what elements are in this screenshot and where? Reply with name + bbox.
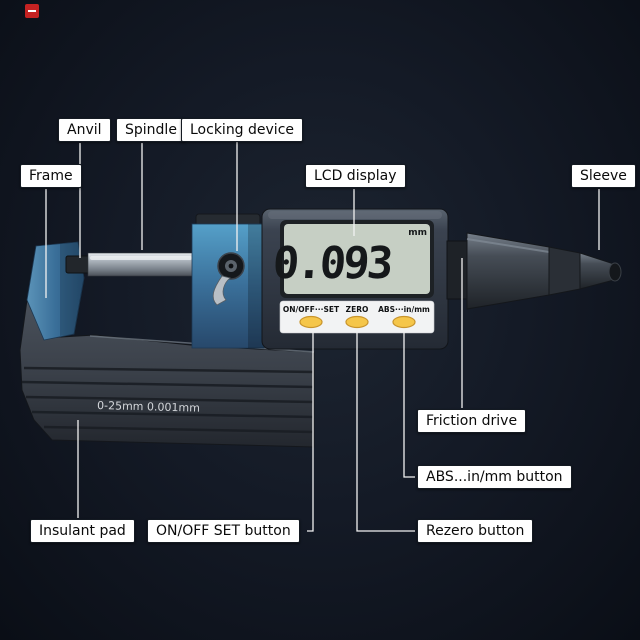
sleeve-collar	[446, 240, 468, 300]
label-abs-in-mm-button: ABS...in/mm button	[417, 465, 572, 489]
connector-onoff-button	[307, 330, 314, 532]
range-text: 0-25mm 0.001mm	[97, 399, 200, 415]
abs-inmm-button-label: ABS···in/mm	[378, 305, 430, 314]
sleeve-cone	[466, 232, 550, 310]
label-friction-drive: Friction drive	[417, 409, 527, 433]
frame-grooves	[21, 366, 315, 434]
lcd-screen	[284, 224, 430, 294]
sleeve-highlight	[466, 238, 550, 253]
zero-button-label: ZERO	[346, 305, 369, 314]
connector-abs-button	[403, 330, 415, 478]
label-on-off-set-button: ON/OFF SET button	[147, 519, 300, 543]
onoff-set-button-label: ON/OFF···SET	[283, 305, 340, 314]
label-insulant-pad: Insulant pad	[30, 519, 135, 543]
label-frame: Frame	[20, 164, 82, 188]
locking-lever	[212, 252, 245, 306]
abs-inmm-button	[392, 315, 416, 329]
watermark-icon	[25, 4, 39, 18]
display-housing-top	[268, 211, 442, 219]
label-sleeve: Sleeve	[571, 164, 636, 188]
connector-rezero-button	[356, 330, 415, 532]
thimble-band	[548, 246, 581, 296]
label-anvil: Anvil	[58, 118, 111, 142]
zero-button	[345, 315, 369, 329]
label-spindle: Spindle	[116, 118, 186, 142]
label-lcd-display: LCD display	[305, 164, 406, 188]
spindle-housing	[191, 223, 265, 349]
spindle-housing-shade	[248, 224, 264, 348]
spindle-highlight	[90, 256, 192, 260]
ratchet-end-cap	[608, 262, 622, 282]
anvil-tip	[65, 255, 91, 274]
onoff-set-button	[299, 315, 323, 329]
label-rezero-button: Rezero button	[417, 519, 534, 543]
label-locking-device: Locking device	[181, 118, 304, 142]
lcd-value: 0.093	[271, 238, 392, 289]
lcd-unit: mm	[408, 228, 427, 238]
